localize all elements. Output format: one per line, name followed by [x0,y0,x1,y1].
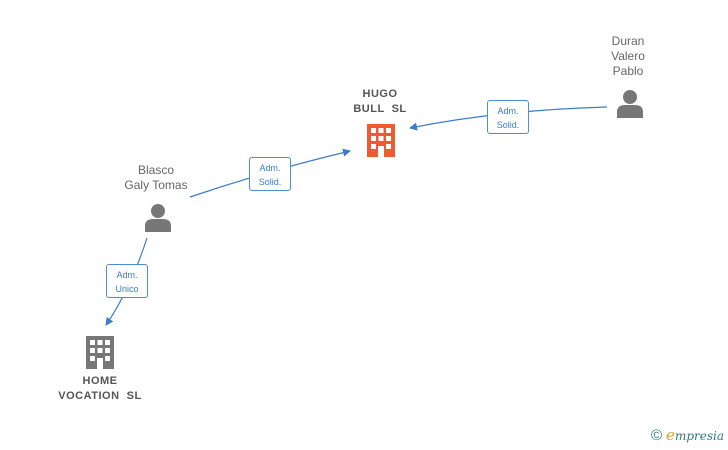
brand-logo-text: mpresia [674,429,724,443]
person-name-line: Pablo [612,64,644,78]
company-label-hugo-bull[interactable]: HUGO BULL SL [340,87,420,117]
edge-label-duran-hugo[interactable]: Adm. Solid. [487,100,529,134]
building-icon[interactable] [86,336,114,369]
building-icon[interactable] [367,124,395,157]
person-icon[interactable] [145,204,171,232]
edge-label-line: Unico [115,284,139,294]
edge-label-line: Adm. [497,106,519,116]
edge-label-blasco-home[interactable]: Adm. Unico [106,264,148,298]
edge-label-line: Adm. [259,163,281,173]
person-name-line: Blasco [137,163,175,177]
edge-label-line: Solid. [496,120,520,130]
person-icon[interactable] [617,90,643,118]
edge-label-line: Solid. [258,177,282,187]
person-label-duran[interactable]: Duran Valero Pablo [598,34,658,79]
person-name-line: Galy Tomas [124,178,188,192]
person-name-line: Valero [611,49,645,63]
company-label-home-vocation[interactable]: HOME VOCATION SL [48,374,152,404]
person-name-line: Duran [611,34,645,48]
person-label-blasco[interactable]: Blasco Galy Tomas [106,163,206,193]
company-name-line: HUGO [362,88,398,100]
copyright-icon: © [650,427,663,444]
brand-footer[interactable]: ©empresia [651,426,724,444]
edge-label-line: Adm. [116,270,138,280]
company-name-line: BULL SL [353,103,407,115]
edge-label-blasco-hugo[interactable]: Adm. Solid. [249,157,291,191]
brand-logo-initial: e [666,426,675,444]
company-name-line: VOCATION SL [58,390,142,402]
company-name-line: HOME [82,375,118,387]
